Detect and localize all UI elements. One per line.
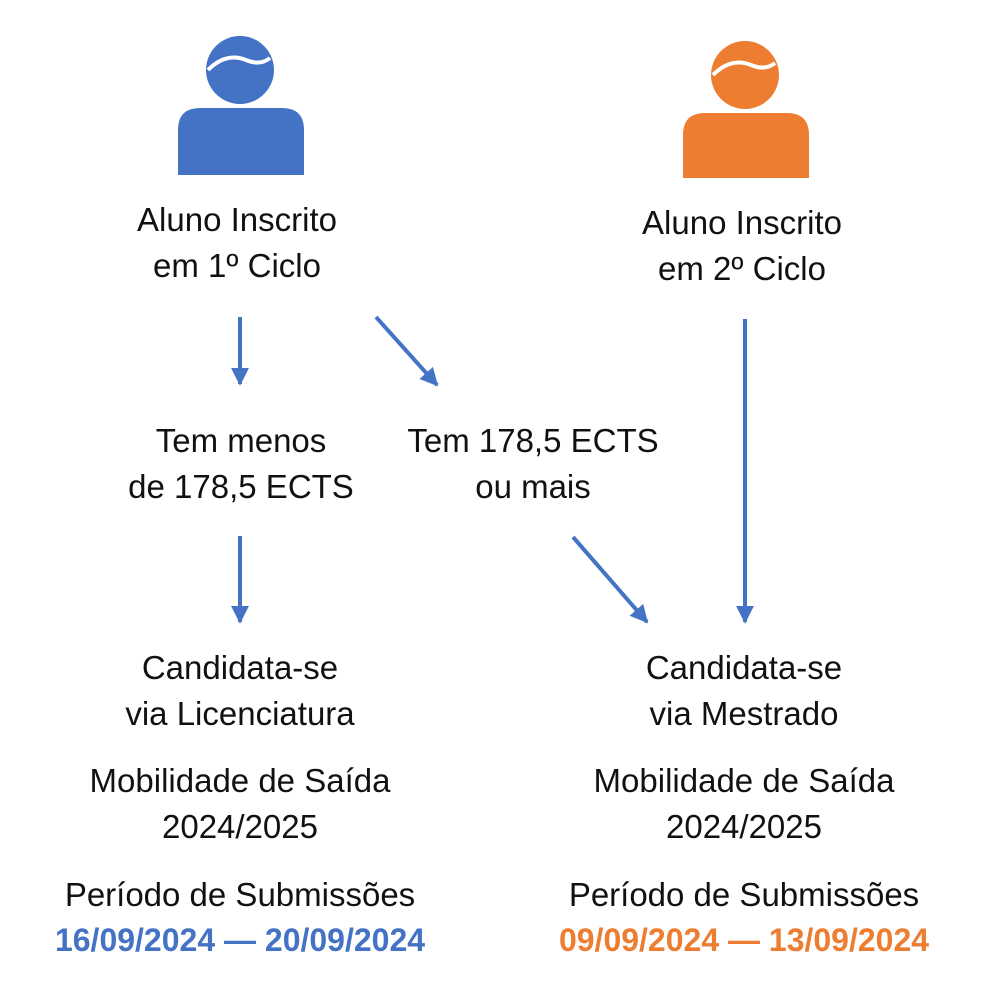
condition-more-line1: Tem 178,5 ECTS — [407, 422, 659, 459]
route-mestrado-line1: Candidata-se — [645, 649, 843, 686]
condition-more-line2: ou mais — [475, 468, 591, 505]
condition-less-line1: Tem menos — [155, 422, 327, 459]
route-licenciatura-label: Candidata-se via Licenciatura — [125, 645, 354, 737]
person-icon — [178, 36, 304, 175]
route-licenciatura-line2: via Licenciatura — [125, 695, 355, 732]
right-mobility-line2: 2024/2025 — [665, 808, 822, 845]
left-period-label: Período de Submissões — [64, 876, 416, 913]
left-period-dates: 16/09/2024 — 20/09/2024 — [54, 922, 426, 958]
route-mestrado-line2: via Mestrado — [649, 695, 839, 732]
left-student-label: Aluno Inscrito em 1º Ciclo — [137, 197, 337, 289]
route-licenciatura-line1: Candidata-se — [141, 649, 339, 686]
left-mobility-line1: Mobilidade de Saída — [89, 762, 391, 799]
person-icon — [683, 41, 809, 178]
right-student-line2: em 2º Ciclo — [658, 250, 826, 287]
route-mestrado-label: Candidata-se via Mestrado — [646, 645, 842, 737]
left-student-line2: em 1º Ciclo — [153, 247, 321, 284]
condition-more-label: Tem 178,5 ECTS ou mais — [407, 418, 658, 510]
right-period-dates: 09/09/2024 — 13/09/2024 — [558, 922, 930, 958]
condition-less-label: Tem menos de 178,5 ECTS — [128, 418, 354, 510]
left-period: Período de Submissões 16/09/2024 — 20/09… — [55, 872, 425, 962]
condition-less-line2: de 178,5 ECTS — [128, 468, 354, 505]
left-student-line1: Aluno Inscrito — [137, 201, 337, 238]
arrow-more-to-mestrado — [571, 535, 649, 624]
right-mobility-label: Mobilidade de Saída 2024/2025 — [594, 758, 895, 850]
left-mobility-line2: 2024/2025 — [161, 808, 318, 845]
left-mobility-label: Mobilidade de Saída 2024/2025 — [90, 758, 391, 850]
arrow-to-more — [374, 315, 439, 387]
right-period: Período de Submissões 09/09/2024 — 13/09… — [559, 872, 929, 962]
right-mobility-line1: Mobilidade de Saída — [593, 762, 895, 799]
right-period-label: Período de Submissões — [568, 876, 920, 913]
right-student-line1: Aluno Inscrito — [642, 204, 842, 241]
right-student-label: Aluno Inscrito em 2º Ciclo — [642, 200, 842, 292]
